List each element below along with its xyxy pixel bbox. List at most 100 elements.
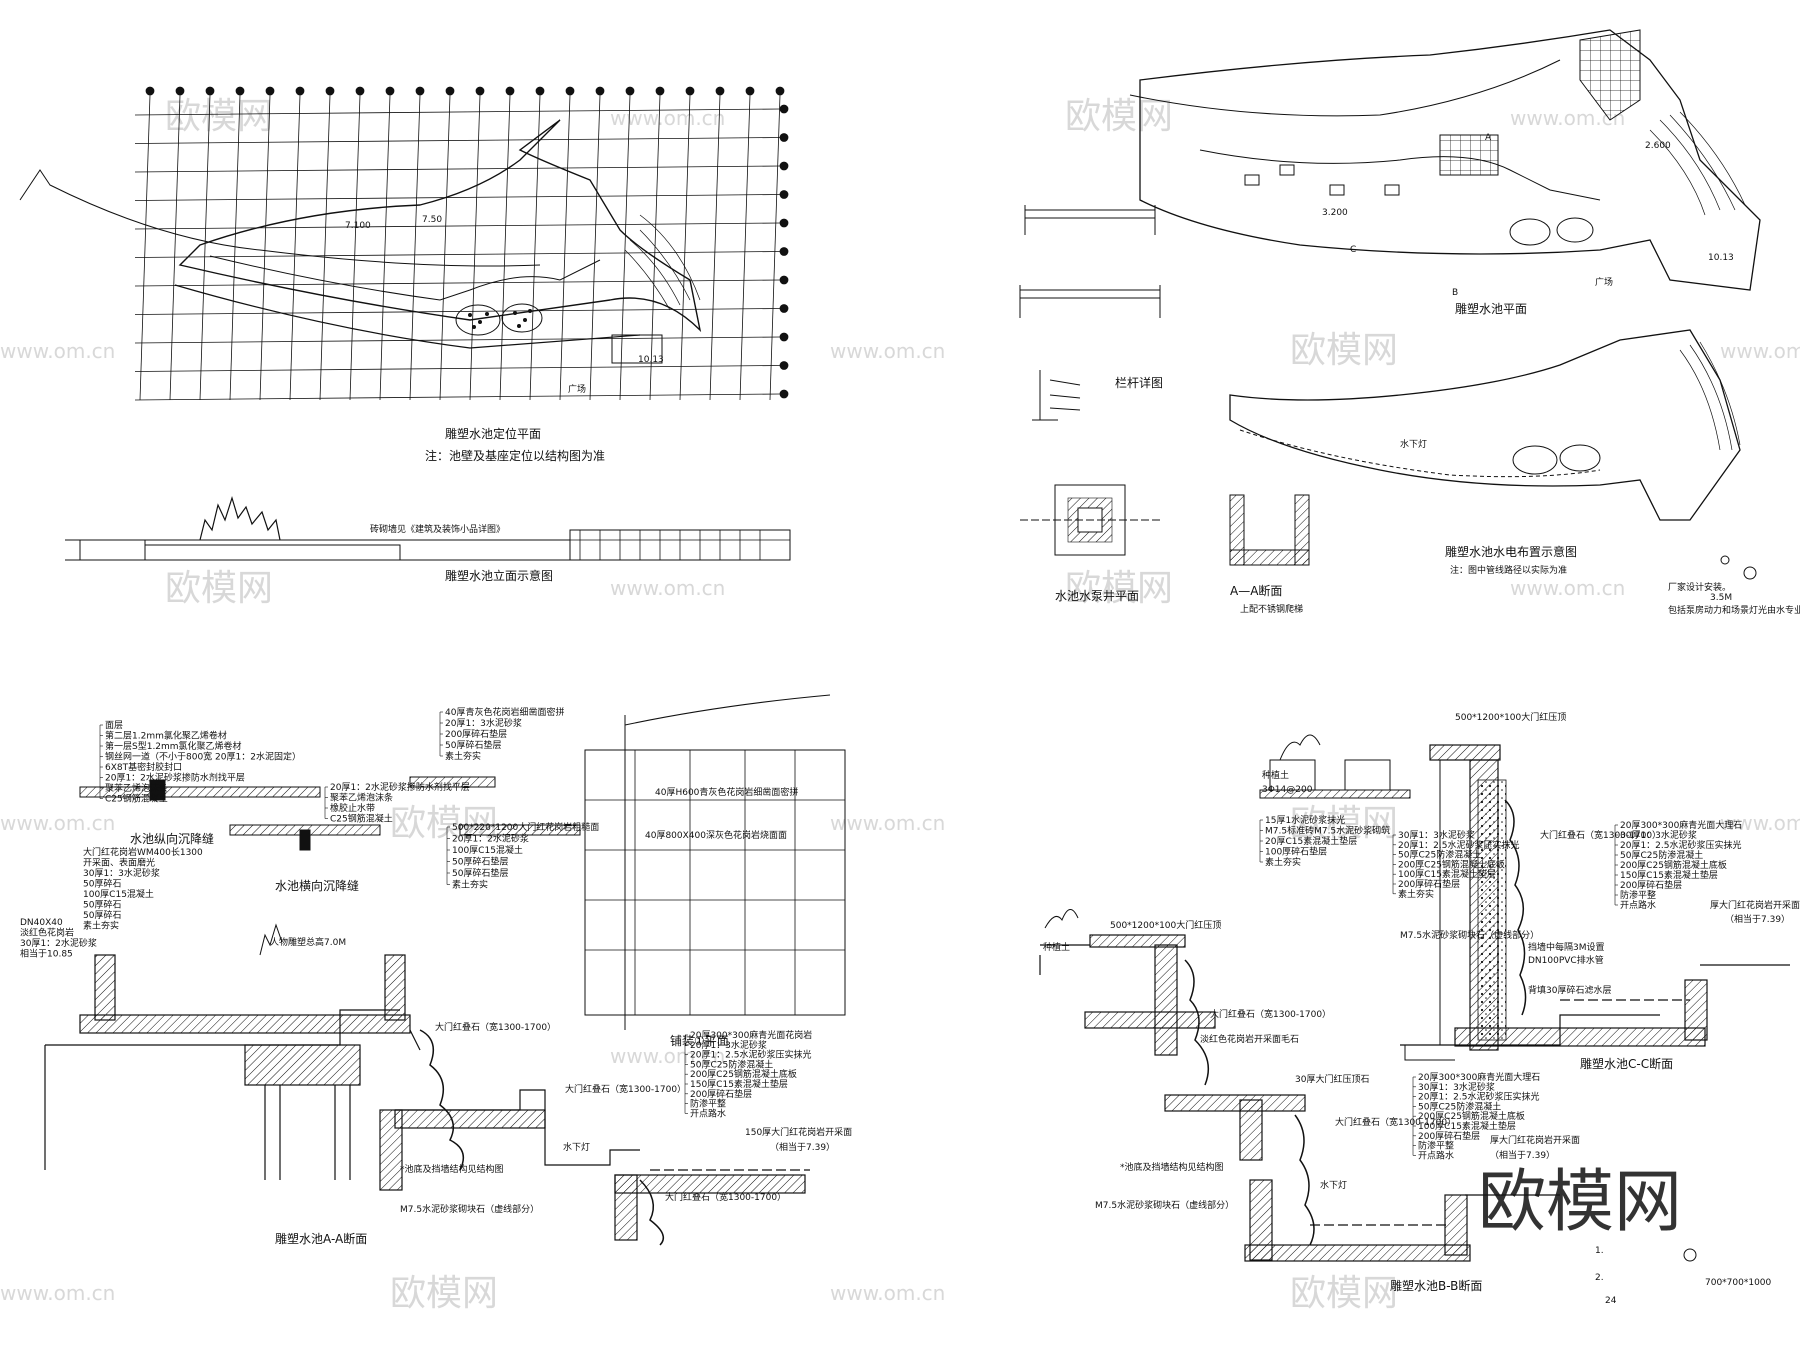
pump-well-title: 水池水泵井平面 bbox=[1055, 589, 1139, 603]
grid-axis-bubble bbox=[415, 86, 425, 96]
pool-plan-level: 2.600 bbox=[1645, 141, 1671, 151]
aa-section-title: A—A断面 bbox=[1230, 583, 1282, 598]
grid-line-v bbox=[349, 94, 361, 401]
north-arrow-symbol bbox=[1743, 566, 1757, 580]
layer-label: 20厚1：2水泥砂浆 bbox=[452, 833, 529, 845]
grid-axis-bubble bbox=[745, 86, 755, 96]
level-note: （相当于7.39） bbox=[1725, 913, 1790, 925]
watermark-url: www.om.cn bbox=[830, 811, 945, 835]
mortar-note: M7.5水泥砂浆砌块石（虚线部分） bbox=[1400, 929, 1539, 941]
grid-line-h bbox=[134, 108, 781, 116]
grid-line-v bbox=[769, 94, 781, 401]
layer-label: 150厚C15素混凝土垫层 bbox=[690, 1078, 788, 1090]
grid-axis-bubble bbox=[779, 133, 789, 142]
layer-label: 200厚C25钢筋混凝土底板 bbox=[1418, 1110, 1525, 1122]
grid-axis-bubble bbox=[445, 86, 455, 96]
layer-label: 素土夯实 bbox=[1398, 888, 1434, 900]
layer-label: 淡红色花岗岩 bbox=[20, 927, 74, 939]
watermark-brand: 欧模网 bbox=[390, 803, 498, 844]
layer-label: 20厚1：3水泥砂浆 bbox=[445, 717, 522, 729]
joint-detail-vertical bbox=[79, 779, 321, 801]
layer-label: 50厚C25防渗混凝土 bbox=[1418, 1100, 1501, 1112]
top-label: 500*1200*100大门红压顶 bbox=[1455, 711, 1566, 723]
pool-outline bbox=[178, 119, 702, 333]
struct-note: *池底及挡墙结构见结构图 bbox=[400, 1163, 504, 1175]
granite-note: 厚大门红花岗岩开采面 bbox=[1490, 1134, 1580, 1146]
layer-label: 150厚C15素混凝土垫层 bbox=[1620, 869, 1718, 881]
north-arrow-symbol bbox=[1683, 1248, 1697, 1262]
grid-line-v bbox=[739, 94, 751, 401]
railing-detail bbox=[1019, 205, 1161, 421]
section-mark: C bbox=[1350, 245, 1356, 255]
grid-line-h bbox=[134, 165, 781, 173]
grid-axis-bubble bbox=[625, 86, 635, 96]
grid-line-h bbox=[134, 137, 781, 144]
grid-axis-bubble bbox=[779, 275, 789, 285]
grid-axis-bubble bbox=[385, 86, 395, 96]
pipe-note: 挡墙中每隔3M设置 bbox=[1528, 941, 1605, 953]
layer-label: 50厚C25防渗混凝土 bbox=[1398, 849, 1481, 861]
layer-label: 200厚碎石垫层 bbox=[1620, 879, 1682, 891]
grid-axis-bubble bbox=[475, 86, 485, 96]
layer-label: 50厚碎石垫层 bbox=[445, 739, 501, 751]
layer-label: 50厚碎石垫层 bbox=[452, 856, 508, 868]
grid-line-v bbox=[439, 94, 451, 401]
elevation-drawing bbox=[65, 495, 791, 561]
pool-inner bbox=[209, 255, 601, 301]
layer-label: 6X8T基密封胶封口 bbox=[105, 761, 182, 773]
grid-axis-bubble bbox=[565, 86, 575, 96]
section-mark: A bbox=[1485, 133, 1492, 143]
grid-line-v bbox=[409, 94, 421, 401]
layer-label: 防渗平整 bbox=[690, 1098, 726, 1110]
grid-axis-bubble bbox=[175, 86, 185, 96]
layer-label: 开点路水 bbox=[1620, 899, 1656, 911]
paving-detail bbox=[409, 776, 496, 788]
layer-label: 20厚1：2.5水泥砂浆压实抹光 bbox=[690, 1049, 812, 1061]
grid-axis-bubble bbox=[505, 86, 515, 96]
watermark-brand: 欧模网 bbox=[1290, 330, 1398, 371]
facade-windows bbox=[570, 530, 790, 560]
layer-label: 20厚1：2.5水泥砂浆压实抹光 bbox=[1620, 839, 1742, 851]
layer-label: 40厚青灰色花岗岩细凿面密拼 bbox=[445, 706, 564, 718]
pool-plan-level: 10.13 bbox=[1708, 253, 1734, 263]
grid-line-v bbox=[559, 94, 571, 401]
stone-label: 大门红叠石（宽1300-1700） bbox=[1210, 1008, 1331, 1020]
layer-label: C25钢筋混凝土 bbox=[105, 793, 168, 805]
level-note: （相当于7.39） bbox=[770, 1141, 835, 1153]
layer-label: 相当于10.85 bbox=[20, 948, 73, 960]
pool-plan-sculpture bbox=[1509, 217, 1594, 246]
north-arrow-symbol bbox=[1720, 555, 1730, 565]
soil-label: 种植土 bbox=[1043, 941, 1070, 953]
layer-label: DN40X40 bbox=[20, 918, 63, 928]
layer-label: 200厚C25钢筋混凝土底板 bbox=[690, 1068, 797, 1080]
sculpture-note: 人物雕塑总高7.0M bbox=[270, 936, 346, 948]
layer-label: 防渗平整 bbox=[1418, 1140, 1454, 1152]
watermark-url: www.om.cn bbox=[830, 339, 945, 363]
aa-section-note: 上配不锈钢爬梯 bbox=[1240, 603, 1303, 615]
layout-title: 雕塑水池水电布置示意图 bbox=[1445, 544, 1577, 559]
grid-line-v bbox=[259, 94, 271, 401]
layer-label: 30厚1：2水泥砂浆 bbox=[20, 937, 97, 949]
grid-axis-bubble bbox=[295, 86, 305, 96]
layer-label: 200厚碎石垫层 bbox=[690, 1088, 752, 1100]
layer-label: 50厚碎石垫层 bbox=[452, 867, 508, 879]
layer-label: 20厚300*300麻青光面大理石 bbox=[1620, 819, 1742, 831]
underwater-lamp-label: 水下灯 bbox=[1320, 1179, 1347, 1191]
corner-label: 24 bbox=[1605, 1296, 1617, 1306]
watermark-logo-large: 欧模网 bbox=[1478, 1163, 1682, 1242]
pool-plan-boundary bbox=[1129, 59, 1561, 117]
layer-label: 30厚1：3水泥砂浆 bbox=[83, 867, 160, 879]
grid-line-v bbox=[169, 94, 181, 401]
layer-label: 20厚1：2水泥砂浆掺防水剂找平层 bbox=[105, 772, 245, 784]
layer-label: 面层 bbox=[105, 720, 123, 731]
right-note: 包括泵房动力和场景灯光由水专业配。 bbox=[1668, 604, 1800, 616]
layout-outline bbox=[1229, 329, 1741, 521]
section-cc-drawing bbox=[1400, 744, 1790, 1061]
pipe-note: DN100PVC排水管 bbox=[1528, 954, 1604, 966]
layer-label: 开点路水 bbox=[690, 1107, 726, 1119]
grid-axis-bubble bbox=[715, 86, 725, 96]
boundary-arc bbox=[19, 169, 541, 267]
layer-label: 100厚碎石垫层 bbox=[1265, 846, 1327, 858]
hatched-area bbox=[1439, 134, 1499, 176]
layers-step: 500*220*1200大门红花岗岩粗糙面20厚1：2水泥砂浆100厚C15混凝… bbox=[446, 821, 599, 891]
